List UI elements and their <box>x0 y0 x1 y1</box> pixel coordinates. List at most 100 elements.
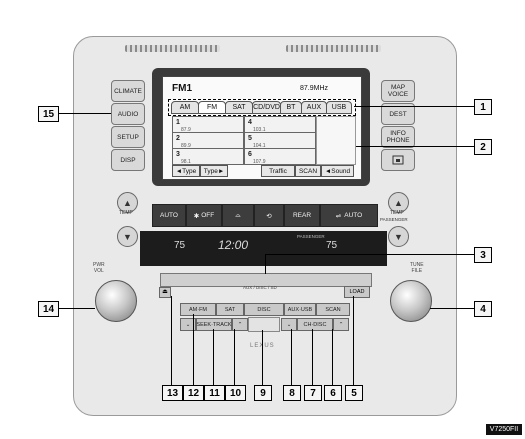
ch-disc-down-button[interactable]: ⌄ <box>281 318 297 331</box>
seek-track-label-area: SEEK·TRACK <box>196 318 232 331</box>
leader-line <box>213 329 214 385</box>
disc-button[interactable]: DISC <box>244 303 284 316</box>
preset-frequency: 89.9 <box>181 143 191 149</box>
preset-number: 3 <box>176 151 180 158</box>
preset-frequency: 103.1 <box>253 127 266 133</box>
climate-off-button[interactable]: ✱OFF <box>186 204 222 227</box>
eject-button[interactable]: ⏏ <box>159 287 171 298</box>
type-next-button[interactable]: Type► <box>200 165 228 177</box>
rear-climate-button[interactable]: REAR <box>284 204 320 227</box>
driver-temp-readout: 75 <box>174 240 186 251</box>
setup-button[interactable]: SETUP <box>111 126 145 148</box>
callout-9: 9 <box>254 385 272 401</box>
chevron-down-icon: ▼ <box>123 231 132 242</box>
temp-right-label: TEMP <box>390 210 404 216</box>
callout-14: 14 <box>38 301 59 317</box>
audio-button[interactable]: AUDIO <box>111 103 145 125</box>
chevron-up-icon: ▲ <box>394 197 403 208</box>
temp-down-left-button[interactable]: ▼ <box>117 226 138 247</box>
load-button[interactable]: LOAD <box>344 286 370 298</box>
chevron-up-icon: ⌃ <box>237 321 243 328</box>
preset-button[interactable]: 2 89.9 <box>172 132 244 149</box>
callout-2: 2 <box>474 139 492 155</box>
preset-button[interactable]: 3 98.1 <box>172 148 244 165</box>
climate-off-label: OFF <box>201 212 215 219</box>
sound-button[interactable]: ◄Sound <box>321 165 354 177</box>
figure-code: V7250FII <box>486 424 522 435</box>
climate-display <box>140 231 387 266</box>
am-fm-button[interactable]: AM·FM <box>180 303 216 316</box>
map-voice-button[interactable]: MAP VOICE <box>381 80 415 102</box>
leader-line <box>262 330 263 385</box>
disp-button[interactable]: DISP <box>111 149 145 171</box>
callout-12: 12 <box>183 385 204 401</box>
preset-number: 6 <box>248 151 252 158</box>
passenger-label: PASSENGER <box>380 217 408 222</box>
hazard-icon <box>392 155 404 165</box>
climate-auto-left-button[interactable]: AUTO <box>152 204 186 227</box>
preset-frequency: 107.9 <box>253 159 266 165</box>
climate-button[interactable]: CLIMATE <box>111 80 145 102</box>
preset-number: 1 <box>176 119 180 126</box>
hazard-button[interactable] <box>381 149 415 171</box>
callout-15: 15 <box>38 106 59 122</box>
tab-am[interactable]: AM <box>171 101 199 114</box>
brand-logo: LEXUS <box>250 343 275 349</box>
sat-button[interactable]: SAT <box>216 303 244 316</box>
tune-file-label: TUNE FILE <box>410 262 424 274</box>
recirculation-icon: ⟲ <box>266 212 272 220</box>
disc-slot <box>160 273 372 287</box>
dest-button[interactable]: DEST <box>381 103 415 125</box>
preset-button[interactable]: 6 107.9 <box>244 148 316 165</box>
climate-auto-right-button[interactable]: ⇌AUTO <box>320 204 378 227</box>
callout-1: 1 <box>474 99 492 115</box>
preset-number: 5 <box>248 135 252 142</box>
eject-icon: ⏏ <box>162 289 168 295</box>
tune-file-knob[interactable] <box>390 280 432 322</box>
temp-up-right-button[interactable]: ▲ <box>388 192 409 213</box>
chevron-down-icon: ⌄ <box>185 321 191 328</box>
chevron-up-icon: ⌃ <box>338 321 344 328</box>
temp-down-right-button[interactable]: ▼ <box>388 226 409 247</box>
callout-3: 3 <box>474 247 492 263</box>
preset-button[interactable]: 4 103.1 <box>244 116 316 133</box>
traffic-button[interactable]: Traffic <box>261 165 295 177</box>
type-prev-button[interactable]: ◄Type <box>172 165 200 177</box>
aux-usb-button[interactable]: AUX·USB <box>284 303 316 316</box>
tab-aux[interactable]: AUX <box>301 101 327 114</box>
scan-audio-button[interactable]: SCAN <box>316 303 350 316</box>
leader-line <box>353 296 354 385</box>
callout-11: 11 <box>204 385 225 401</box>
preset-number: 2 <box>176 135 180 142</box>
scan-button[interactable]: SCAN <box>295 165 321 177</box>
seek-up-button[interactable]: ⌃ <box>232 318 248 331</box>
tab-bt[interactable]: BT <box>280 101 302 114</box>
leader-line <box>193 314 194 385</box>
chevron-down-icon: ⌄ <box>286 321 292 328</box>
ch-disc-up-button[interactable]: ⌃ <box>333 318 349 331</box>
leader-line <box>354 106 474 107</box>
passenger-display-label: PASSENGER <box>297 234 325 239</box>
callout-7: 7 <box>304 385 322 401</box>
leader-line <box>171 296 172 385</box>
preset-button[interactable]: 5 104.1 <box>244 132 316 149</box>
leader-line <box>265 254 474 255</box>
preset-button[interactable]: 1 87.9 <box>172 116 244 133</box>
callout-8: 8 <box>283 385 301 401</box>
frequency-readout: 87.9MHz <box>300 85 329 92</box>
air-recirculation-button[interactable]: ⟲ <box>254 204 284 227</box>
pwr-vol-label: PWR VOL <box>93 262 105 274</box>
station-info-area <box>316 116 356 165</box>
preset-frequency: 104.1 <box>253 143 266 149</box>
seek-down-button[interactable]: ⌄ <box>180 318 196 331</box>
leader-line <box>291 329 292 385</box>
callout-6: 6 <box>324 385 342 401</box>
front-defrost-button[interactable]: ⌓ <box>222 204 254 227</box>
ch-disc-label-area: CH·DISC <box>297 318 333 331</box>
leader-line <box>312 329 313 385</box>
tab-usb[interactable]: USB <box>326 101 352 114</box>
info-phone-button[interactable]: INFO PHONE <box>381 126 415 148</box>
power-volume-knob[interactable] <box>95 280 137 322</box>
preset-frequency: 98.1 <box>181 159 191 165</box>
temp-up-left-button[interactable]: ▲ <box>117 192 138 213</box>
